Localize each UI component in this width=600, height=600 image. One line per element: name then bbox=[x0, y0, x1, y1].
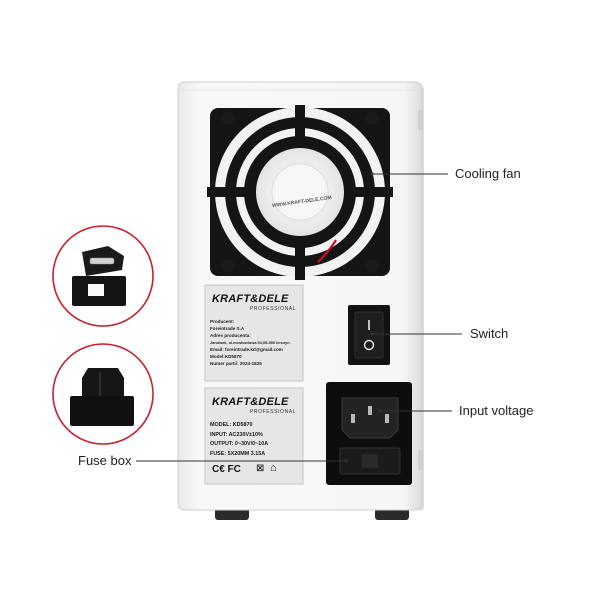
spec-label-tagline: PROFESSIONAL bbox=[250, 409, 297, 415]
fuse-drawer-tab bbox=[362, 454, 378, 468]
cooling-fan bbox=[207, 105, 393, 280]
info-label-lines: Producent: Foreintrade S.A Adres produce… bbox=[210, 318, 302, 367]
inset-2-cap bbox=[82, 368, 124, 396]
foot-left bbox=[215, 508, 249, 520]
fan-screw-tr bbox=[365, 111, 379, 125]
callout-switch: Switch bbox=[470, 326, 509, 341]
info-line: Adres producenta: bbox=[210, 333, 251, 338]
home-use-icon: ⌂ bbox=[270, 462, 277, 474]
switch-off-mark bbox=[363, 339, 375, 351]
fan-screw-bl bbox=[221, 259, 235, 273]
fan-screw-tl bbox=[221, 111, 235, 125]
info-label-brand: KRAFT&DELE bbox=[212, 293, 289, 305]
inlet-pin-right bbox=[385, 414, 389, 423]
spec-line: MODEL: KD5870 bbox=[210, 422, 253, 428]
callout-fuse-box: Fuse box bbox=[78, 453, 132, 468]
weee-bin-icon: ⊠ bbox=[256, 463, 265, 474]
callout-dot-fan bbox=[370, 172, 374, 176]
inlet-socket bbox=[341, 397, 399, 439]
power-inlet bbox=[326, 382, 412, 485]
info-line: Producent: bbox=[210, 319, 235, 324]
info-label-bg bbox=[204, 284, 304, 382]
inlet-pin-center bbox=[368, 406, 372, 415]
spec-label-lines: MODEL: KD5870 INPUT: AC230V±10% OUTPUT: … bbox=[210, 421, 302, 459]
spec-label-brand: KRAFT&DELE bbox=[212, 396, 289, 408]
info-line: Email: foreintrade.kd@gmail.com bbox=[210, 347, 283, 352]
spec-label-bg bbox=[204, 387, 304, 485]
switch-rocker bbox=[354, 311, 384, 359]
info-line: Numer partii: 2024-1825 bbox=[210, 361, 262, 366]
inset-1-slot bbox=[88, 284, 104, 296]
info-line: Janówek, ul.mostowiowa 54,05-500 Ierczyn bbox=[210, 340, 290, 345]
inset-fuse-holder-closed bbox=[52, 343, 154, 445]
info-line: Foreintrade S.A bbox=[210, 326, 245, 331]
certification-marks: C€ FC bbox=[212, 464, 241, 475]
info-line: Model:KD5870 bbox=[210, 354, 242, 359]
case-bump-2 bbox=[418, 450, 423, 470]
spec-line: OUTPUT: 0~30V/0~10A bbox=[210, 441, 269, 447]
callout-dot-input bbox=[378, 409, 382, 413]
power-switch bbox=[348, 305, 390, 365]
callout-dot-switch bbox=[370, 332, 374, 336]
fan-screw-br bbox=[365, 259, 379, 273]
info-label-tagline: PROFESSIONAL bbox=[250, 306, 297, 312]
fan-hub-center bbox=[271, 163, 329, 221]
callout-input-voltage: Input voltage bbox=[459, 403, 534, 418]
inset-fuse-holder-open bbox=[52, 225, 154, 327]
inset-1-fuse bbox=[89, 257, 115, 265]
inlet-pin-left bbox=[351, 414, 355, 423]
inset-2-base bbox=[70, 396, 134, 426]
spec-line: INPUT: AC230V±10% bbox=[210, 431, 263, 438]
spec-line: FUSE: 5X20MM 3.15A bbox=[210, 450, 266, 457]
callout-cooling-fan: Cooling fan bbox=[455, 166, 521, 181]
callout-dot-fuse bbox=[344, 459, 348, 463]
case-bump-1 bbox=[418, 110, 423, 130]
fan-wire bbox=[317, 239, 337, 263]
foot-right bbox=[375, 508, 409, 520]
